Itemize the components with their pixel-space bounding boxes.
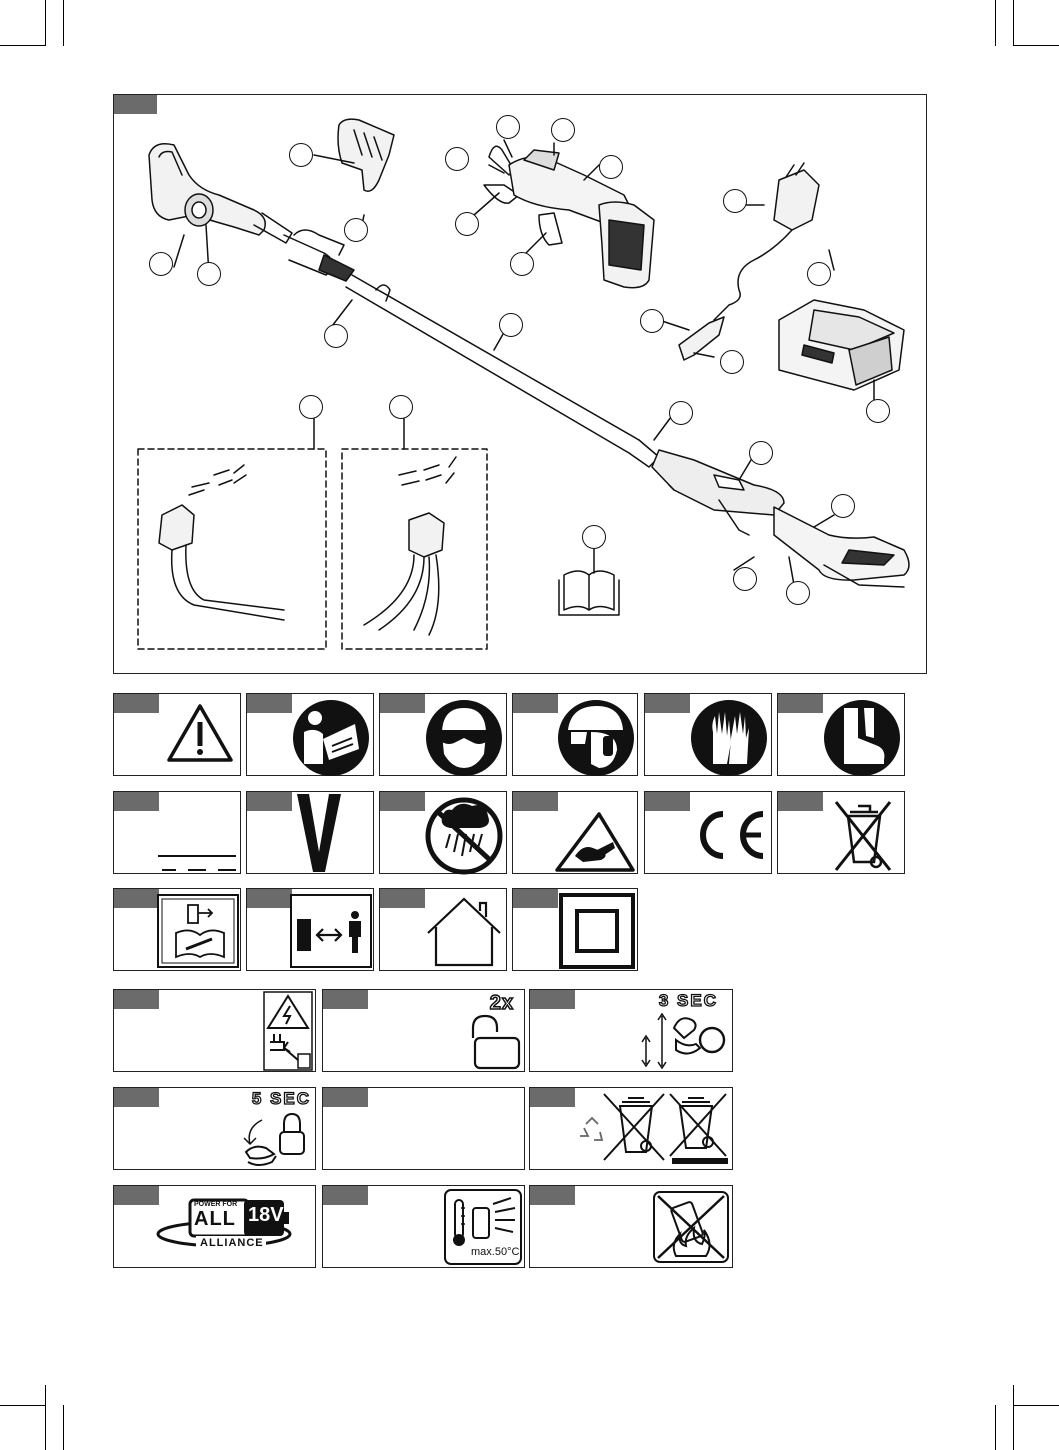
- brand-power-for: POWER FOR: [194, 1201, 237, 1208]
- callout-marker: [786, 581, 810, 605]
- callout-marker: [866, 399, 890, 423]
- callout-marker: [669, 401, 693, 425]
- callout-marker: [831, 494, 855, 518]
- lock-blade-icon: [114, 1088, 317, 1171]
- warning-triangle-icon: [114, 694, 242, 777]
- crop-mark: [1013, 1385, 1014, 1450]
- callout-marker: [640, 309, 664, 333]
- brand-voltage: 18V: [248, 1204, 284, 1226]
- callout-marker: [324, 324, 348, 348]
- no-rain-icon: [380, 792, 508, 875]
- symbol-panel-electric-hazard: [113, 989, 316, 1072]
- crop-mark: [995, 0, 996, 46]
- symbol-panel-gloves: [644, 693, 772, 776]
- ce-mark-icon: [645, 792, 773, 875]
- symbol-panel-warning: [113, 693, 241, 776]
- callout-marker: [807, 262, 831, 286]
- symbol-panel-indoor: [379, 888, 507, 971]
- symbol-panel-max-temp: max.50°C: [322, 1185, 525, 1268]
- brand-all: ALL: [194, 1208, 236, 1230]
- callout-marker: [723, 189, 747, 213]
- symbol-panel-manual-service: [113, 888, 241, 971]
- callout-marker: [344, 218, 368, 242]
- crop-mark: [0, 1405, 46, 1406]
- callout-marker: [551, 118, 575, 142]
- crop-mark: [63, 0, 64, 46]
- eye-protection-icon: [380, 694, 508, 777]
- symbol-panel-recycle: [529, 1087, 733, 1170]
- symbol-tag: [323, 1088, 368, 1107]
- callout-marker: [499, 313, 523, 337]
- blade-open-close-icon: [530, 990, 734, 1073]
- callout-marker: [599, 155, 623, 179]
- protective-gloves-icon: [645, 694, 773, 777]
- double-insulation-icon: [513, 889, 639, 972]
- crop-mark: [63, 1405, 64, 1450]
- symbol-panel-head-protection: [512, 693, 638, 776]
- callout-marker: [733, 567, 757, 591]
- symbol-panel-boots: [777, 693, 905, 776]
- read-manual-icon: [247, 694, 375, 777]
- callout-marker: [299, 395, 323, 419]
- callout-marker: [445, 147, 469, 171]
- crop-mark: [995, 1405, 996, 1450]
- blade-hazard-icon: [513, 792, 639, 875]
- callout-marker: [582, 525, 606, 549]
- electric-unplug-icon: [114, 990, 317, 1073]
- callout-marker: [496, 115, 520, 139]
- crop-mark: [1013, 0, 1014, 46]
- callout-marker: [197, 262, 221, 286]
- crop-mark: [1013, 1405, 1059, 1406]
- symbol-panel-power-for-all: POWER FOR ALL 18V ALLIANCE: [113, 1185, 316, 1268]
- symbol-panel-3sec: 3 SEC: [529, 989, 733, 1072]
- symbol-panel-ce: [644, 791, 772, 874]
- symbol-panel-read-manual: [246, 693, 374, 776]
- product-overview-figure: [113, 94, 927, 674]
- symbol-panel-safe-distance: [246, 888, 374, 971]
- unlock-icon: [323, 990, 526, 1073]
- callout-marker: [720, 350, 744, 374]
- recycling-disposal-icon: [530, 1088, 734, 1171]
- symbol-panel-text-lines: [113, 791, 241, 874]
- manual-service-icon: [114, 889, 242, 972]
- symbol-panel-no-fire: [529, 1185, 733, 1268]
- callout-marker: [749, 441, 773, 465]
- symbol-panel-weee: [777, 791, 905, 874]
- callout-marker: [289, 143, 313, 167]
- symbol-panel-empty: [322, 1087, 525, 1170]
- symbol-panel-blade-hazard: [512, 791, 638, 874]
- safe-distance-icon: [247, 889, 375, 972]
- symbol-panel-no-rain: [379, 791, 507, 874]
- underline-marks: [114, 792, 242, 875]
- volt-symbol-icon: [247, 792, 375, 875]
- no-fire-battery-icon: [530, 1186, 734, 1269]
- crop-mark: [45, 0, 46, 46]
- brand-alliance: ALLIANCE: [200, 1237, 264, 1249]
- callout-marker: [149, 252, 173, 276]
- head-protection-icon: [513, 694, 639, 777]
- symbol-panel-double-press: 2x: [322, 989, 525, 1072]
- crop-mark: [45, 1385, 46, 1450]
- symbol-panel-5sec: 5 SEC: [113, 1087, 316, 1170]
- max-temp-label: max.50°C: [471, 1246, 519, 1258]
- symbol-panel-eye-protection: [379, 693, 507, 776]
- weee-bin-icon: [778, 792, 906, 875]
- safety-boots-icon: [778, 694, 906, 777]
- crop-mark: [0, 45, 46, 46]
- crop-mark: [1013, 45, 1059, 46]
- symbol-panel-volt: [246, 791, 374, 874]
- callout-marker: [389, 395, 413, 419]
- callout-marker: [455, 212, 479, 236]
- symbol-panel-double-insulation: [512, 888, 638, 971]
- indoor-use-icon: [380, 889, 508, 972]
- callout-marker: [510, 252, 534, 276]
